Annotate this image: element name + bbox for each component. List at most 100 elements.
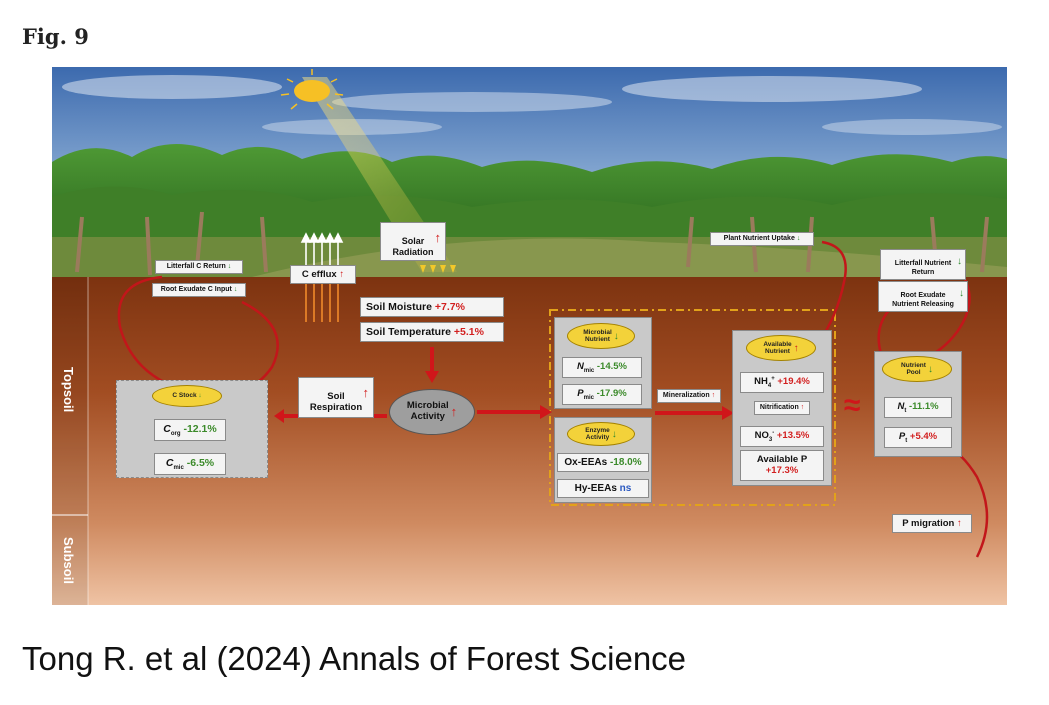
solar-radiation-label: Solar Radiation [392,236,434,257]
soil-moisture-label: Soil Moisture [366,301,432,313]
nh4-superscript: + [771,376,775,382]
nh4-box: NH4+ +19.4% [740,372,824,394]
root-exudate-nutrient-releasing-label: Root Exudate Nutrient Releasing [892,292,954,308]
nutrient-pool-label: Nutrient Pool [901,361,926,376]
no3-symbol: NO [754,430,769,442]
root-exudate-c-input-box: Root Exudate C Input ↓ [152,283,246,298]
microbial-activity-label: Microbial Activity [406,400,449,422]
enzyme-activity-pill: Enzyme Activity↓ [567,422,635,446]
available-p-value: +17.3% [765,465,799,477]
solar-radiation-box: Solar Radiation↑ [380,222,446,262]
no3-box: NO3- +13.5% [740,426,824,448]
soil-respiration-label: Soil Respiration [309,390,363,413]
litterfall-c-return-box: Litterfall C Return ↓ [155,260,243,275]
root-exudate-nutrient-releasing-box: Root Exudate Nutrient Releasing ↓ [878,281,968,313]
no3-subscript: 3 [768,437,773,444]
soil-temperature-box: Soil Temperature +5.1% [360,322,504,342]
up-arrow-icon: ↑ [339,269,345,280]
p-migration-label: P migration [902,518,955,529]
nutrient-pool-pill: Nutrient Pool↓ [882,356,952,382]
c-stock-label: C Stock [172,392,197,400]
p-migration-box: P migration ↑ [892,514,972,533]
down-arrow-icon: ↓ [959,288,964,299]
down-arrow-icon: ↓ [927,363,933,375]
soil-moisture-box: Soil Moisture +7.7% [360,297,504,317]
down-arrow-icon: ↓ [796,235,801,242]
available-p-box: Available P +17.3% [740,450,824,481]
ox-eeas-label: Ox-EEAs [564,457,608,468]
down-arrow-icon: ↓ [613,330,619,342]
c-efflux-label: C efflux [301,269,337,280]
c-mic-value: -6.5% [186,457,215,469]
p-t-box: Pt +5.4% [884,427,952,448]
p-t-value: +5.4% [909,431,938,442]
ox-eeas-box: Ox-EEAs -18.0% [557,453,649,472]
plant-nutrient-uptake-box: Plant Nutrient Uptake ↓ [710,232,814,247]
p-mic-symbol: P [577,388,584,399]
up-arrow-icon: ↑ [434,230,442,245]
no3-superscript: - [772,430,775,436]
down-arrow-icon: ↓ [198,392,202,400]
citation: Tong R. et al (2024) Annals of Forest Sc… [22,640,687,677]
soil-temperature-value: +5.1% [453,326,484,338]
c-stock-pill: C Stock ↓ [152,385,222,407]
n-mic-value: -14.5% [596,361,627,372]
c-org-subscript: org [170,431,181,438]
hy-eeas-label: Hy-EEAs [574,483,617,494]
down-arrow-icon: ↓ [233,286,238,293]
p-t-subscript: t [905,437,908,444]
plant-nutrient-uptake-label: Plant Nutrient Uptake [723,235,795,242]
c-org-symbol: C [163,423,171,435]
soil-moisture-value: +7.7% [434,301,465,313]
mineralization-box: Mineralization ↑ [657,389,721,404]
sun-icon [280,69,344,110]
litterfall-nutrient-return-box: Litterfall Nutrient Return ↓ [880,249,966,281]
n-t-value: -11.1% [908,401,939,412]
microbial-nutrient-pill: Microbial Nutrient↓ [567,323,635,349]
p-mic-box: Pmic -17.9% [562,384,642,405]
n-t-subscript: t [904,407,907,414]
hy-eeas-value: ns [619,483,632,494]
litterfall-c-return-label: Litterfall C Return [166,263,226,270]
n-mic-symbol: N [577,361,584,372]
forest-soil-diagram: Topsoil Subsoil Solar Radiation↑ C efflu… [52,67,1007,605]
root-exudate-c-input-label: Root Exudate C Input [160,286,232,293]
topsoil-label: Topsoil [61,367,76,413]
microbial-nutrient-label: Microbial Nutrient [583,328,612,343]
up-arrow-icon: ↑ [956,518,962,529]
soil-temperature-label: Soil Temperature [366,326,451,338]
down-arrow-icon: ↓ [227,263,232,270]
n-mic-box: Nmic -14.5% [562,357,642,378]
nh4-subscript: 4 [767,383,772,390]
n-t-symbol: N [897,401,905,412]
c-mic-symbol: C [165,457,174,469]
p-mic-subscript: mic [583,394,594,401]
c-org-box: Corg -12.1% [154,419,226,442]
nitrification-box: Nitrification ↑ [754,401,810,416]
c-mic-box: Cmic -6.5% [154,453,226,476]
up-arrow-icon: ↑ [800,404,805,411]
figure-label: Fig. 9 [22,24,89,49]
up-arrow-icon: ↑ [711,392,716,399]
litterfall-nutrient-return-label: Litterfall Nutrient Return [894,260,952,276]
available-p-label: Available P [756,454,808,465]
ox-eeas-value: -18.0% [609,457,642,468]
up-arrow-icon: ↑ [362,385,370,400]
p-t-symbol: P [898,431,906,442]
scene-background [52,67,1007,605]
c-org-value: -12.1% [183,423,217,435]
hy-eeas-box: Hy-EEAs ns [557,479,649,498]
c-efflux-box: C efflux ↑ [290,265,356,284]
nh4-value: +19.4% [777,376,810,388]
down-arrow-icon: ↓ [957,256,962,267]
n-mic-subscript: mic [583,367,595,374]
n-t-box: Nt -11.1% [884,397,952,418]
approx-icon: ≈ [844,389,861,422]
subsoil-label: Subsoil [61,537,76,584]
nh4-symbol: NH [754,376,768,388]
nitrification-label: Nitrification [759,404,799,411]
microbial-activity-node: Microbial Activity↑ [389,389,475,435]
mineralization-label: Mineralization [662,392,710,399]
available-nutrient-pill: Available Nutrient↑ [746,335,816,361]
down-arrow-icon: ↓ [611,428,617,440]
